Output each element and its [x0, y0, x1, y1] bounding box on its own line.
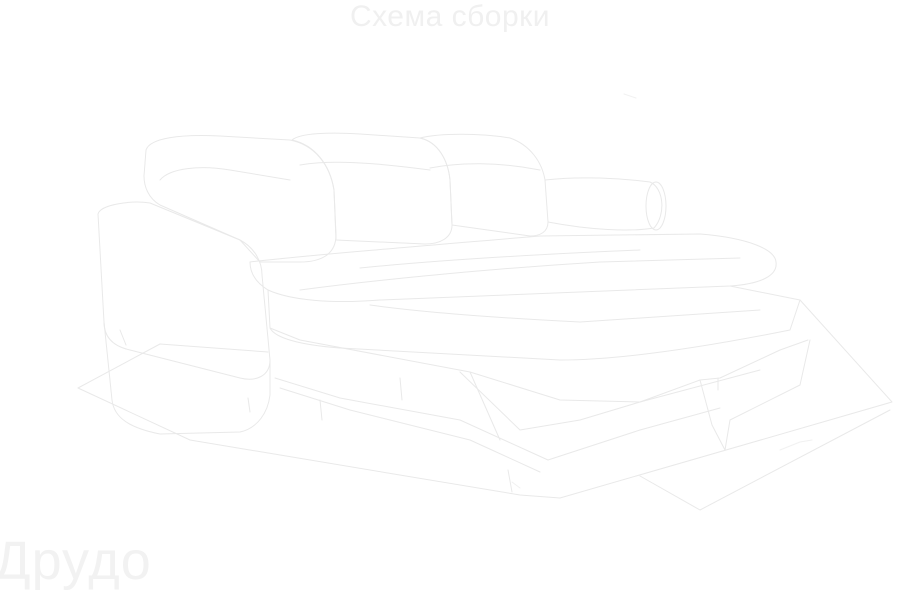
mattress-middle	[267, 285, 801, 361]
back-cushion-right-fold	[429, 163, 541, 171]
back-cushion-left-fold	[159, 167, 291, 181]
left-armrest-side	[103, 321, 271, 435]
back-cushion-left	[143, 135, 337, 263]
frame-rail-upper	[269, 327, 761, 403]
frame-leg-4	[507, 469, 513, 493]
mattress-top	[249, 233, 777, 303]
back-cushion-right	[419, 133, 549, 237]
bolster-pillow-end	[645, 181, 667, 231]
diagram-caption: Схема сборки	[349, 0, 551, 33]
bed-floor-edge	[559, 299, 893, 499]
mark-right	[779, 439, 813, 451]
frame-rail-lower	[274, 377, 721, 461]
bed-floor-inner	[639, 409, 891, 511]
mark-bottom	[511, 481, 521, 489]
back-cushion-middle-fold	[299, 161, 431, 171]
floor-outline-front	[77, 387, 561, 499]
left-armrest-leg	[247, 397, 251, 413]
frame-rail-bottom	[279, 387, 541, 473]
brand-watermark: Друдо	[0, 531, 152, 591]
bed-panel-edge	[639, 339, 809, 403]
bolster-pillow	[544, 177, 663, 231]
mattress-middle-front	[369, 304, 761, 323]
floor-outline	[77, 343, 269, 389]
bed-panel-brace	[729, 339, 811, 421]
left-armrest-seam	[119, 329, 127, 346]
mattress-top-crease	[359, 249, 641, 269]
frame-leg-3	[469, 371, 501, 441]
left-armrest	[97, 201, 271, 380]
frame-diagonal	[459, 371, 641, 431]
back-cushion-middle	[291, 132, 453, 245]
frame-leg-1	[319, 399, 323, 421]
mark-top	[623, 93, 637, 99]
mattress-top-inner	[299, 257, 741, 291]
bed-panel-support	[699, 379, 731, 451]
frame-leg-2	[399, 377, 403, 401]
